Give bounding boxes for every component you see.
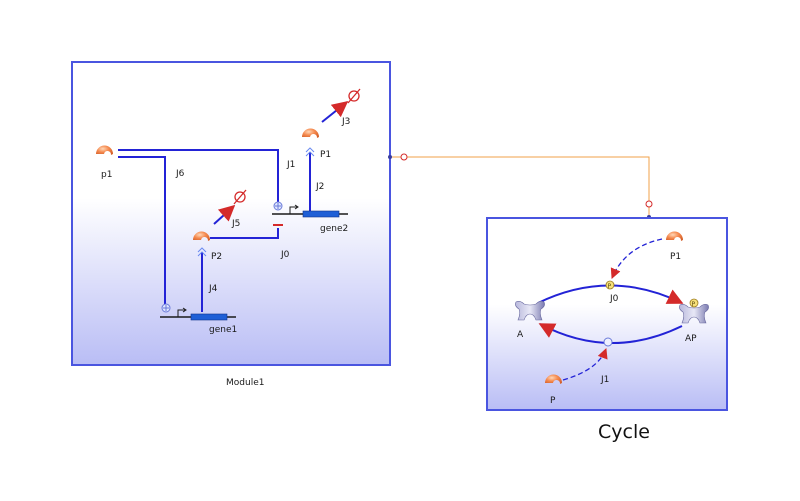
reaction-edge-j6[interactable] (118, 156, 166, 305)
link-port-icon (645, 200, 653, 208)
cycle-label: Cycle (598, 421, 650, 443)
phospho-mark-j0-icon: P (605, 280, 615, 290)
module1-label: Module1 (226, 378, 264, 388)
reaction-label-j2: J2 (315, 182, 324, 192)
protein-cycle-P-node[interactable] (545, 374, 562, 385)
svg-text:P: P (692, 301, 696, 308)
reaction-edge-j5[interactable] (213, 204, 236, 225)
species-label-p1: p1 (101, 170, 112, 180)
protein-p1-node[interactable] (96, 145, 113, 156)
reaction-label-j0: J0 (280, 250, 290, 260)
species-label-cycle-P1: P1 (670, 252, 681, 262)
species-label-A: A (517, 330, 524, 340)
svg-text:P: P (608, 283, 612, 290)
species-label-P2: P2 (211, 252, 222, 262)
catalysis-point-j1-icon (603, 337, 613, 347)
protein-P2-node[interactable] (193, 231, 210, 242)
species-A-node[interactable] (515, 301, 545, 321)
promoter-arrow-icon (289, 206, 297, 214)
port-dot-icon (388, 155, 392, 159)
reaction-edge-j3[interactable] (321, 101, 349, 123)
module-link-connector[interactable] (390, 156, 650, 215)
reaction-label-j4: J4 (208, 284, 218, 294)
species-label-P: P (550, 396, 556, 406)
gene2-node[interactable] (272, 204, 348, 218)
promoter-arrow-icon (177, 309, 185, 317)
reaction-edge-j0[interactable] (210, 228, 279, 239)
module1-edges (118, 149, 311, 312)
reaction-label-cycle-j0: J0 (609, 294, 619, 304)
reaction-label-cycle-j1: J1 (600, 375, 609, 385)
species-label-P1: P1 (320, 150, 331, 160)
degradation-sink-j5-icon (233, 189, 247, 205)
activation-marker-gene2-icon (273, 201, 283, 211)
gene1-node[interactable] (160, 307, 236, 321)
species-AP-node[interactable]: P (679, 298, 709, 324)
activation-marker-gene1-icon (161, 303, 171, 313)
phospho-mark-ap-icon (689, 298, 699, 308)
gene-label-gene2: gene2 (320, 224, 348, 234)
species-label-AP: AP (685, 334, 697, 344)
protein-P1-node[interactable] (302, 128, 319, 139)
production-chevron-p2-icon (197, 247, 207, 257)
link-port-icon (400, 153, 408, 161)
degradation-sink-j3-icon (347, 88, 361, 104)
gene-label-gene1: gene1 (209, 325, 237, 335)
reaction-edge-j1[interactable] (118, 149, 279, 205)
reaction-label-j1: J1 (286, 160, 295, 170)
protein-cycle-P1-node[interactable] (666, 231, 683, 242)
reaction-label-j5: J5 (231, 219, 240, 229)
modifier-edge-p[interactable] (562, 348, 608, 381)
reaction-label-j3: J3 (341, 117, 350, 127)
reaction-label-j6: J6 (175, 169, 185, 179)
modifier-edge-p1[interactable] (610, 238, 663, 279)
production-chevron-p1-icon (305, 147, 315, 157)
